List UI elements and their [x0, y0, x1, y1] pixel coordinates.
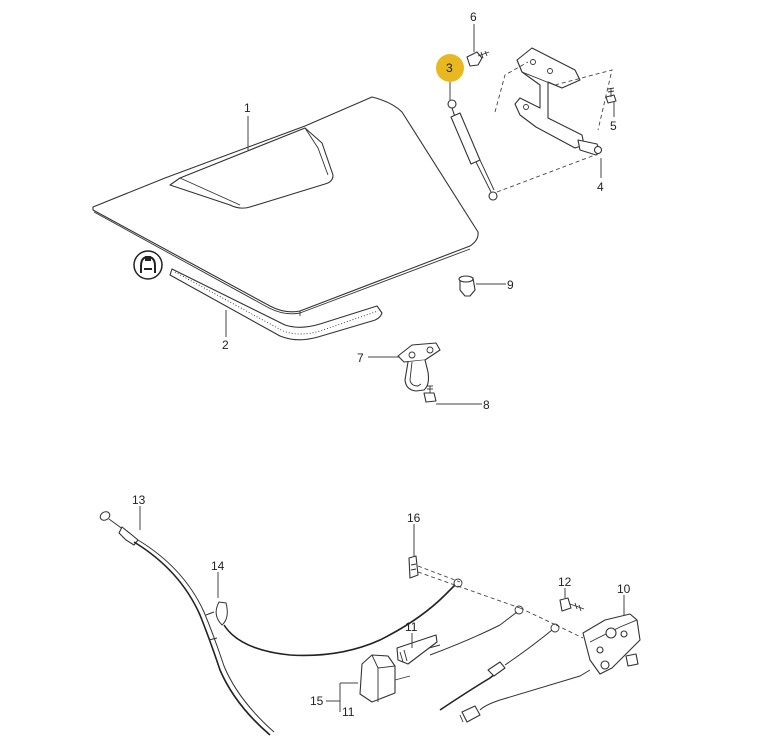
callout-7[interactable]: 7	[357, 351, 364, 365]
highlight-badge	[436, 54, 464, 82]
callout-10[interactable]: 10	[617, 582, 631, 596]
warning-symbol-icon	[133, 250, 163, 280]
callout-labels: 1 2 3 4 5 6 7 8 9 10 11 11 12 13 14 15 1…	[132, 10, 631, 719]
wedge-clip[interactable]	[396, 634, 438, 665]
callout-11-upper[interactable]: 11	[405, 620, 418, 634]
hinge-bolt[interactable]	[605, 87, 617, 104]
secondary-cable[interactable]	[215, 578, 463, 657]
striker-screw[interactable]	[423, 385, 437, 403]
callout-15[interactable]: 15	[310, 694, 324, 708]
cable-clip[interactable]	[408, 555, 419, 579]
hood-seal[interactable]	[169, 268, 383, 341]
release-cable[interactable]	[99, 510, 275, 736]
callout-13[interactable]: 13	[132, 493, 146, 507]
callout-14[interactable]: 14	[211, 559, 225, 573]
callout-4[interactable]: 4	[597, 180, 604, 194]
hood-panel[interactable]	[92, 96, 479, 316]
callout-1[interactable]: 1	[244, 101, 251, 115]
callout-12[interactable]: 12	[558, 575, 572, 589]
callout-9[interactable]: 9	[507, 278, 514, 292]
hood-striker[interactable]	[397, 342, 441, 392]
leader-lines	[139, 24, 625, 712]
switch-cable[interactable]	[459, 669, 591, 723]
callout-3[interactable]: 3	[446, 61, 453, 75]
callout-2[interactable]: 2	[222, 338, 229, 352]
hood-hinge[interactable]	[514, 47, 603, 156]
strut-bolt[interactable]	[466, 50, 490, 67]
callout-5[interactable]: 5	[610, 119, 617, 133]
hood-latch[interactable]	[582, 613, 641, 675]
callout-11-lower[interactable]: 11	[342, 705, 355, 719]
release-handle[interactable]	[359, 654, 411, 703]
latch-bolt[interactable]	[559, 597, 585, 612]
gas-strut[interactable]	[447, 99, 498, 201]
rubber-bumper[interactable]	[458, 275, 476, 297]
callout-16[interactable]: 16	[407, 511, 421, 525]
callout-6[interactable]: 6	[470, 10, 477, 24]
callout-8[interactable]: 8	[483, 398, 490, 412]
